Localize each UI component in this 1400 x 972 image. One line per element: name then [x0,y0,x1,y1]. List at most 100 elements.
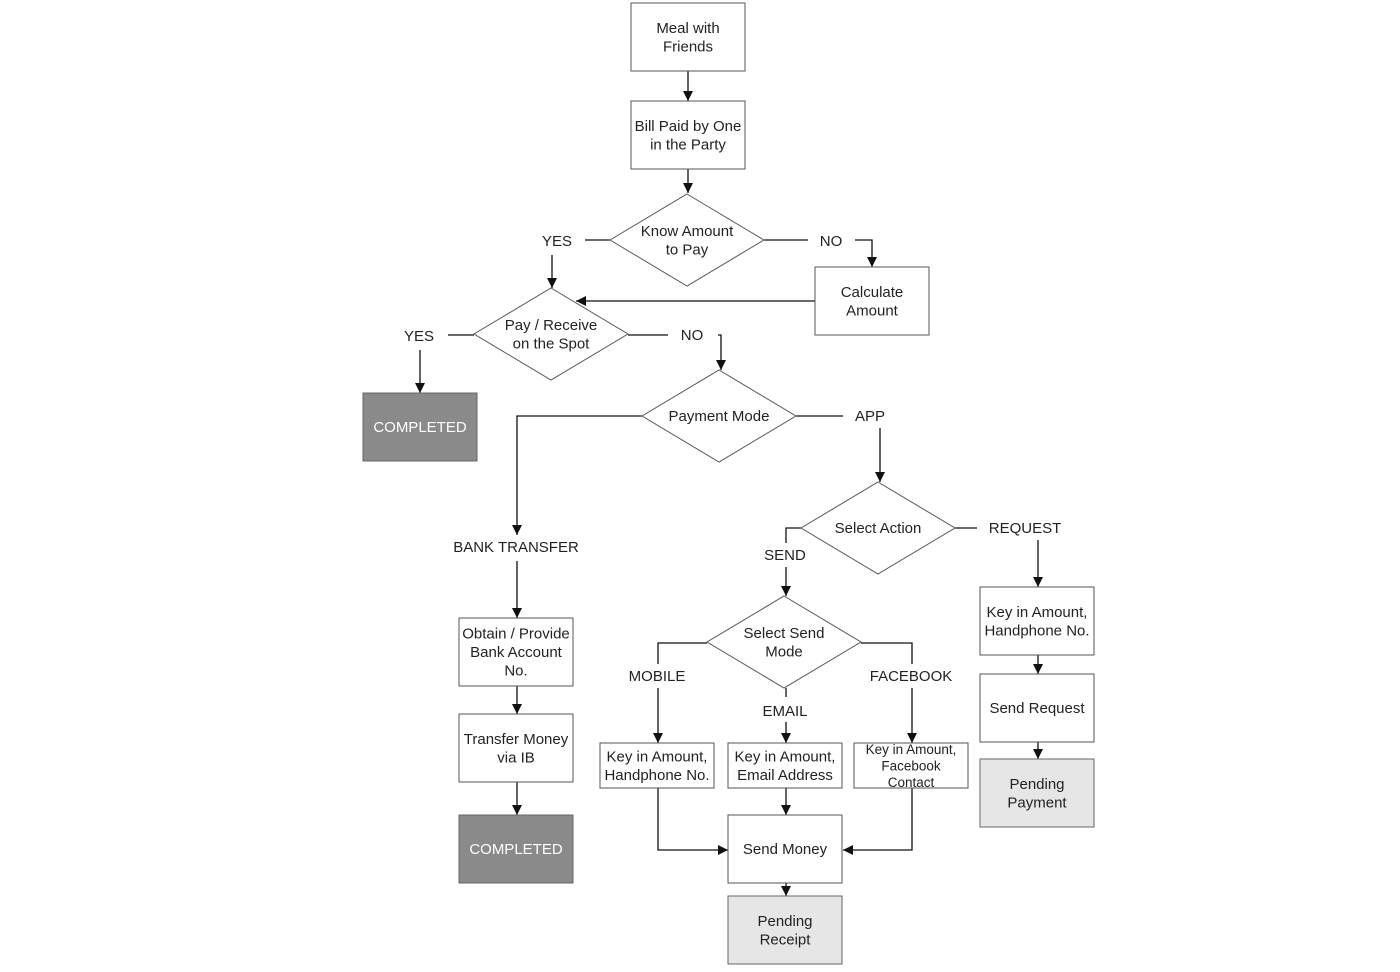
arrowhead [843,845,853,855]
edge-label-mobile: MOBILE [629,668,686,685]
edge-label-email: EMAIL [762,703,807,720]
connector [683,71,693,101]
arrowhead [867,257,877,267]
connector [781,788,791,815]
arrowhead [683,183,693,193]
select-action-decision: Select Action [800,481,956,575]
arrowhead [1033,749,1043,759]
edge-label-yes-1: YES [542,233,572,250]
edge-labels: YES NO YES NO APP BANK TRANSFER REQUEST SEND MOB… [404,233,1061,720]
edge-label-facebook: FACEBOOK [870,668,953,685]
key-mobile-label: Key in Amount,Handphone No. [604,748,709,784]
arrowhead [683,91,693,101]
arrowhead [718,845,728,855]
connector [843,788,913,855]
completed-1-label: COMPLETED [373,419,467,436]
key-request-label: Key in Amount,Handphone No. [984,604,1089,640]
key-email-label: Key in Amount,Email Address [735,748,836,784]
payment-mode-decision: Payment Mode [641,369,797,463]
arrowhead [653,733,663,743]
edge-label-no-1: NO [820,233,843,250]
payment-mode-label: Payment Mode [669,408,770,425]
connector [657,788,728,855]
send-money-box: Send Money [727,814,843,884]
connector [781,567,791,596]
arrowhead [512,704,522,714]
arrowhead [415,383,425,393]
completed-1-box: COMPLETED [362,392,478,462]
connector [781,722,791,743]
connector [576,296,815,306]
arrowhead [1033,664,1043,674]
connector [781,883,791,896]
arrowhead [512,525,522,535]
key-mobile-box: Key in Amount,Handphone No. [599,742,715,789]
connector [855,239,877,267]
edge-label-no-2: NO [681,327,704,344]
completed-2-box: COMPLETED [458,814,574,884]
connector [415,350,425,393]
connector [653,688,663,743]
connector [512,561,522,618]
arrowhead [781,733,791,743]
connector [1033,742,1043,759]
send-money-label: Send Money [743,841,828,858]
arrowhead [512,608,522,618]
arrowhead [781,586,791,596]
connector [1033,540,1043,587]
send-request-label: Send Request [989,700,1085,717]
arrowhead [875,472,885,482]
send-request-box: Send Request [979,673,1095,743]
arrowhead [512,805,522,815]
edge-label-bank-transfer: BANK TRANSFER [453,539,579,556]
arrowhead [547,278,557,288]
arrowhead [1033,577,1043,587]
arrowhead [716,360,726,370]
edge-label-app: APP [855,408,885,425]
connector [907,688,917,743]
completed-2-label: COMPLETED [469,841,563,858]
edge-label-request: REQUEST [989,520,1062,537]
arrowhead [576,296,586,306]
edge-label-send: SEND [764,547,806,564]
connector [716,334,726,370]
select-action-label: Select Action [835,520,922,537]
edge-label-yes-2: YES [404,328,434,345]
key-email-box: Key in Amount,Email Address [727,742,843,789]
connector [1033,655,1043,674]
connectors [415,71,1043,896]
arrowhead [781,886,791,896]
connector [547,255,557,288]
connector [861,642,913,664]
arrowhead [907,733,917,743]
connector [657,642,707,664]
arrowhead [781,805,791,815]
key-request-box: Key in Amount,Handphone No. [979,586,1095,656]
connector [785,527,801,543]
connector [512,686,522,714]
